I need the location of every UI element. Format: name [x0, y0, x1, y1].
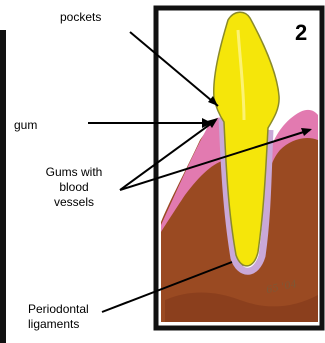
label-gums-with-blood-vessels-line3: vessels	[34, 195, 114, 210]
label-periodontal-line1: Periodontal	[28, 302, 89, 317]
left-panel-edge	[0, 30, 6, 343]
label-periodontal-ligaments: Periodontal ligaments	[28, 302, 89, 332]
label-gum: gum	[14, 118, 37, 133]
label-gums-with-blood-vessels: Gums with blood vessels	[34, 165, 114, 210]
label-pockets: pockets	[60, 10, 101, 25]
panel-number: 2	[295, 22, 307, 44]
label-gums-with-blood-vessels-line1: Gums with	[34, 165, 114, 180]
label-gums-with-blood-vessels-line2: blood	[34, 180, 114, 195]
label-periodontal-line2: ligaments	[28, 317, 89, 332]
